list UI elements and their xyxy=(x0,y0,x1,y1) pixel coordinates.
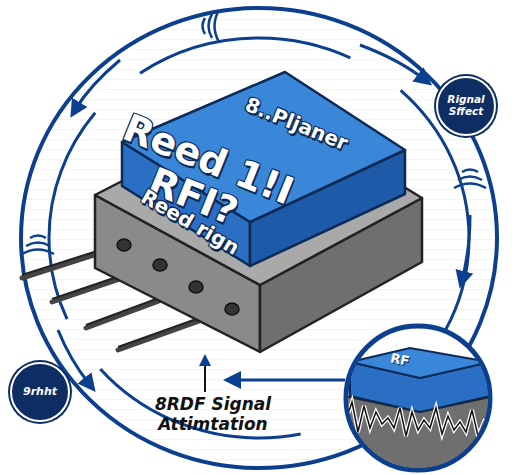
ring-arrow xyxy=(360,45,425,80)
ring-arrow xyxy=(462,215,470,280)
inset-chip-label: RF xyxy=(360,352,440,382)
ring-arrow xyxy=(75,60,120,110)
signal-circle: Rignal Sffect xyxy=(436,76,496,136)
inset-chip xyxy=(340,348,500,470)
outer-ring xyxy=(21,8,497,468)
signal-circle: 9rhht xyxy=(10,362,70,422)
model-text: 8..Pljaner xyxy=(242,94,351,154)
node-text: 9rhht xyxy=(23,386,57,398)
grid-ground xyxy=(23,10,495,466)
callout-label: 8RDF Signal Attimtation xyxy=(118,394,308,435)
node-text: Rignal Sffect xyxy=(440,94,492,117)
relay-block: 8..PljanerReed 1!I RFI?Reed rign xyxy=(100,68,420,273)
ring-arrow xyxy=(232,379,345,382)
leader-arrow xyxy=(204,360,206,392)
